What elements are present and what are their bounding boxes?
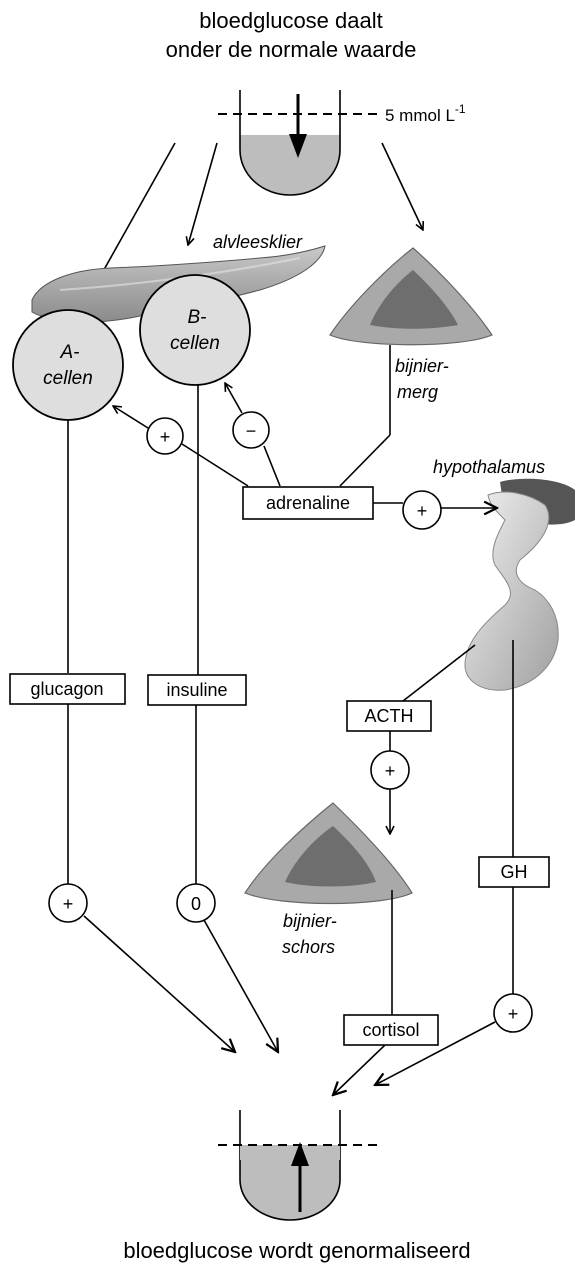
cortex-label-1: bijnier- bbox=[283, 911, 337, 931]
hypothalamus-label: hypothalamus bbox=[433, 457, 545, 477]
cortex-label-2: schors bbox=[282, 937, 335, 957]
line-medulla-to-adrenaline bbox=[340, 435, 390, 486]
top-title-line-1: bloedglucose daalt bbox=[199, 8, 382, 33]
top-title-line-2: onder de normale waarde bbox=[166, 37, 417, 62]
medulla-label-2: merg bbox=[397, 382, 438, 402]
line-pituitary-to-acth bbox=[403, 645, 475, 701]
cortisol-label: cortisol bbox=[362, 1020, 419, 1040]
gh-label: GH bbox=[501, 862, 528, 882]
effect-a-sign: + bbox=[160, 427, 171, 447]
b-cells-label-2: cellen bbox=[170, 333, 220, 354]
glucagon-effect-sign: + bbox=[63, 894, 74, 914]
acth-label: ACTH bbox=[365, 706, 414, 726]
b-cells-label-1: B- bbox=[188, 307, 207, 328]
effect-hypo-sign: + bbox=[417, 501, 428, 521]
a-cells bbox=[13, 310, 123, 420]
adrenal-medulla-image bbox=[330, 248, 492, 345]
arrow-minus-to-b-cells bbox=[225, 383, 242, 413]
medulla-label-1: bijnier- bbox=[395, 356, 449, 376]
a-cells-label-2: cellen bbox=[43, 368, 93, 389]
top-beaker bbox=[218, 90, 378, 195]
pituitary-image bbox=[465, 479, 575, 690]
pancreas-label: alvleesklier bbox=[213, 232, 303, 252]
arrow-plus-to-a-cells bbox=[113, 406, 148, 428]
adrenaline-label: adrenaline bbox=[266, 493, 350, 513]
effect-b-sign: − bbox=[246, 421, 257, 441]
bottom-title: bloedglucose wordt genormaliseerd bbox=[123, 1238, 470, 1263]
adrenal-cortex-image bbox=[245, 803, 412, 904]
bottom-beaker bbox=[218, 1110, 378, 1220]
gh-effect-sign: + bbox=[508, 1004, 519, 1024]
arrow-to-medulla bbox=[382, 143, 423, 230]
line-adrenaline-to-plus bbox=[182, 444, 248, 486]
threshold-label: 5 mmol L-1 bbox=[385, 102, 466, 125]
insuline-label: insuline bbox=[166, 680, 227, 700]
arrow-insuline-to-result bbox=[204, 920, 278, 1052]
line-adrenaline-to-minus bbox=[264, 446, 280, 486]
acth-effect-sign: + bbox=[385, 761, 396, 781]
arrow-to-b-cells bbox=[188, 143, 217, 245]
glucagon-label: glucagon bbox=[30, 679, 103, 699]
arrow-cortisol-to-result bbox=[333, 1045, 385, 1095]
a-cells-label-1: A- bbox=[60, 342, 80, 363]
insuline-effect-sign: 0 bbox=[191, 894, 201, 914]
b-cells bbox=[140, 275, 250, 385]
